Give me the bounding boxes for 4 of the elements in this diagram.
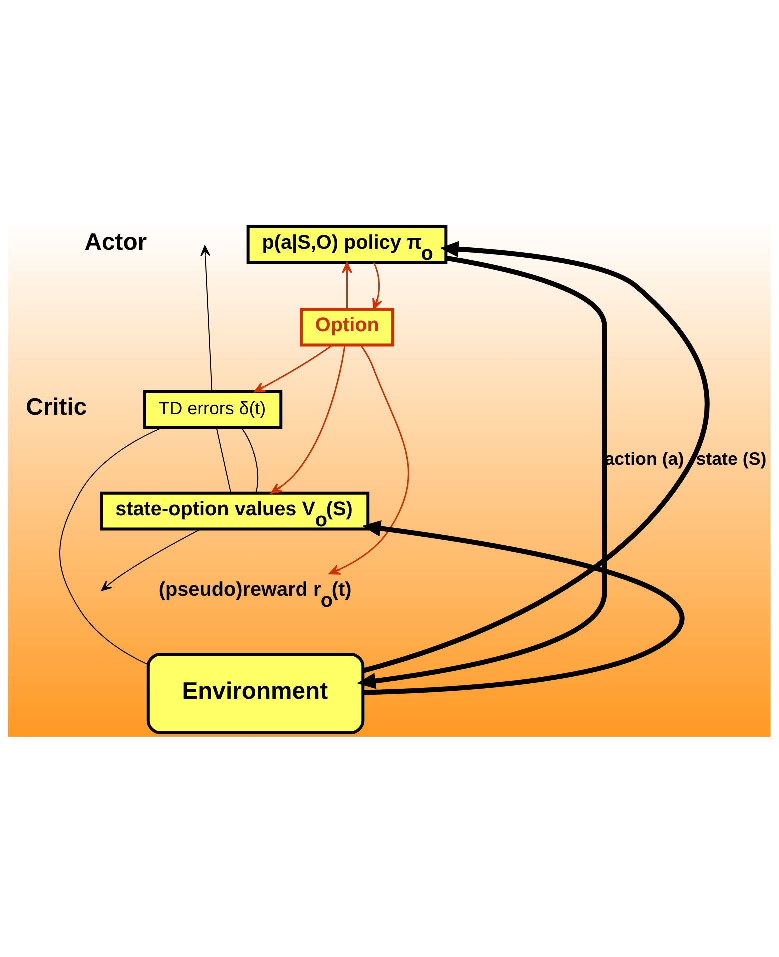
label: Critic: [26, 394, 88, 421]
edge-label: action (a): [604, 448, 684, 468]
label: Actor: [84, 228, 148, 256]
edge-label: state (S): [696, 448, 767, 468]
